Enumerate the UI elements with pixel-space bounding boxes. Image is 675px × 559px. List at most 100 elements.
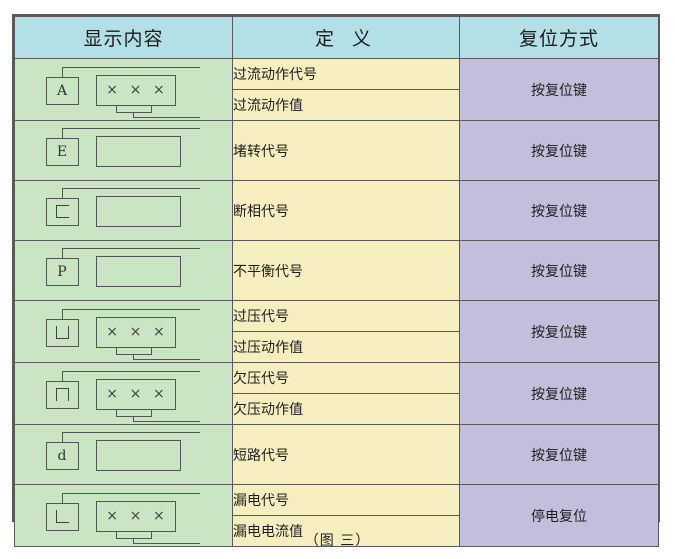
definition-cell: 过压动作值 xyxy=(232,331,460,363)
value-empty-box xyxy=(95,195,181,227)
definition-cell: 断相代号 xyxy=(232,180,460,241)
leader-line-top-vertical xyxy=(61,492,63,504)
leader-line-top-vertical xyxy=(61,66,63,78)
reset-cell: 按复位键 xyxy=(459,120,659,181)
display-cell-stall: E xyxy=(14,120,233,181)
table-header: 显示内容 定 义 复位方式 xyxy=(14,16,659,59)
reset-cell: 按复位键 xyxy=(459,240,659,301)
digit-placeholder: × xyxy=(106,324,119,340)
leader-line-top-vertical xyxy=(61,247,63,259)
definition-cell: 过流动作值 xyxy=(232,89,460,121)
leader-line-top-horizontal xyxy=(61,431,200,433)
display-glyph xyxy=(24,183,224,239)
value-digits-box: × × × xyxy=(95,316,176,348)
table-row: P 不平衡代号 按复位键 xyxy=(14,240,659,301)
display-cell-overvoltage: × × × xyxy=(14,300,233,363)
display-code-table: 显示内容 定 义 复位方式 A × × xyxy=(14,16,659,547)
definition-cell: 过流动作代号 xyxy=(232,58,460,90)
leader-line-bottom-vertical xyxy=(132,415,134,422)
leader-line-top-vertical xyxy=(61,127,63,139)
digit-placeholder: × xyxy=(152,508,165,524)
display-cell-overcurrent: A × × × xyxy=(14,58,233,121)
leader-line-bottom-horizontal xyxy=(132,358,200,360)
leader-bracket-bottom xyxy=(115,530,152,539)
display-glyph: A × × × xyxy=(24,62,224,118)
display-glyph: × × × xyxy=(24,304,224,360)
l-shape-symbol-icon xyxy=(55,510,69,523)
definition-cell: 漏电电流值 xyxy=(232,515,460,547)
leader-line-bottom-vertical xyxy=(132,111,134,118)
value-empty-box xyxy=(95,135,181,167)
code-char-box: E xyxy=(45,137,79,166)
leader-line-top-horizontal xyxy=(61,308,200,310)
definition-cell: 短路代号 xyxy=(232,424,460,485)
leader-line-top-horizontal xyxy=(61,247,200,249)
table-row: A × × × 过流动作代号 按复位键 xyxy=(14,58,659,121)
leader-line-bottom-horizontal xyxy=(132,420,200,422)
leader-bracket-bottom xyxy=(115,346,152,355)
leader-bracket-bottom xyxy=(115,408,152,417)
code-char-box xyxy=(45,502,79,531)
leader-line-top-horizontal xyxy=(61,370,200,372)
code-char-box: A xyxy=(45,76,79,105)
value-digits-box: × × × xyxy=(95,74,176,106)
digit-placeholder: × xyxy=(152,324,165,340)
table-row: 过压动作值 xyxy=(15,331,659,363)
table-row: × × × 过压代号 按复位键 xyxy=(14,300,659,363)
leader-line-top-horizontal xyxy=(61,187,200,189)
table-row: 断相代号 按复位键 xyxy=(14,180,659,241)
reset-cell: 按复位键 xyxy=(459,424,659,485)
value-digits-box: × × × xyxy=(95,378,176,410)
code-char-box: d xyxy=(45,441,79,470)
display-glyph: × × × xyxy=(24,366,224,422)
header-definition: 定 义 xyxy=(232,16,460,59)
digit-placeholder: × xyxy=(152,82,165,98)
spec-table-container: 显示内容 定 义 复位方式 A × × xyxy=(12,14,660,547)
definition-cell: 不平衡代号 xyxy=(232,240,460,301)
digit-placeholder: × xyxy=(129,324,142,340)
digit-placeholder: × xyxy=(152,386,165,402)
digit-placeholder: × xyxy=(129,508,142,524)
digit-placeholder: × xyxy=(129,82,142,98)
leader-line-bottom-horizontal xyxy=(132,116,200,118)
table-row: d 短路代号 按复位键 xyxy=(14,424,659,485)
display-glyph: d xyxy=(24,427,224,483)
header-row: 显示内容 定 义 复位方式 xyxy=(14,16,659,59)
display-cell-phase-loss xyxy=(14,180,233,241)
display-cell-unbalance: P xyxy=(14,240,233,301)
header-reset-method: 复位方式 xyxy=(459,16,659,59)
definition-cell: 漏电代号 xyxy=(232,484,460,516)
table-row: × × × 欠压代号 按复位键 xyxy=(14,362,659,425)
display-cell-short-circuit: d xyxy=(14,424,233,485)
value-empty-box xyxy=(95,255,181,287)
display-glyph: P xyxy=(24,243,224,299)
leader-line-bottom-horizontal xyxy=(132,542,200,544)
definition-cell: 堵转代号 xyxy=(232,120,460,181)
figure-caption: （图 三） xyxy=(304,533,371,549)
leader-line-top-horizontal xyxy=(61,66,200,68)
code-char-box xyxy=(45,380,79,409)
display-cell-undervoltage: × × × xyxy=(14,362,233,425)
table-row: × × × 漏电代号 停电复位 xyxy=(14,484,659,547)
leader-line-top-vertical xyxy=(61,308,63,320)
definition-cell: 过压代号 xyxy=(232,300,460,332)
digit-placeholder: × xyxy=(106,82,119,98)
bracket-left-symbol-icon xyxy=(55,205,69,218)
leader-line-top-vertical xyxy=(61,187,63,199)
reset-cell: 按复位键 xyxy=(459,58,659,121)
definition-cell: 欠压代号 xyxy=(232,362,460,394)
digit-placeholder: × xyxy=(129,386,142,402)
code-char-box: P xyxy=(45,257,79,286)
n-shape-symbol-icon xyxy=(55,388,69,401)
display-cell-earth-leakage: × × × xyxy=(14,484,233,547)
leader-line-bottom-vertical xyxy=(132,537,134,544)
leader-line-top-horizontal xyxy=(61,492,200,494)
display-glyph: E xyxy=(24,123,224,179)
table-row: 欠压动作值 xyxy=(15,393,659,425)
leader-bracket-bottom xyxy=(115,104,152,113)
reset-cell: 按复位键 xyxy=(459,362,659,425)
code-char-box xyxy=(45,197,79,226)
digit-placeholder: × xyxy=(106,386,119,402)
definition-cell: 欠压动作值 xyxy=(232,393,460,425)
